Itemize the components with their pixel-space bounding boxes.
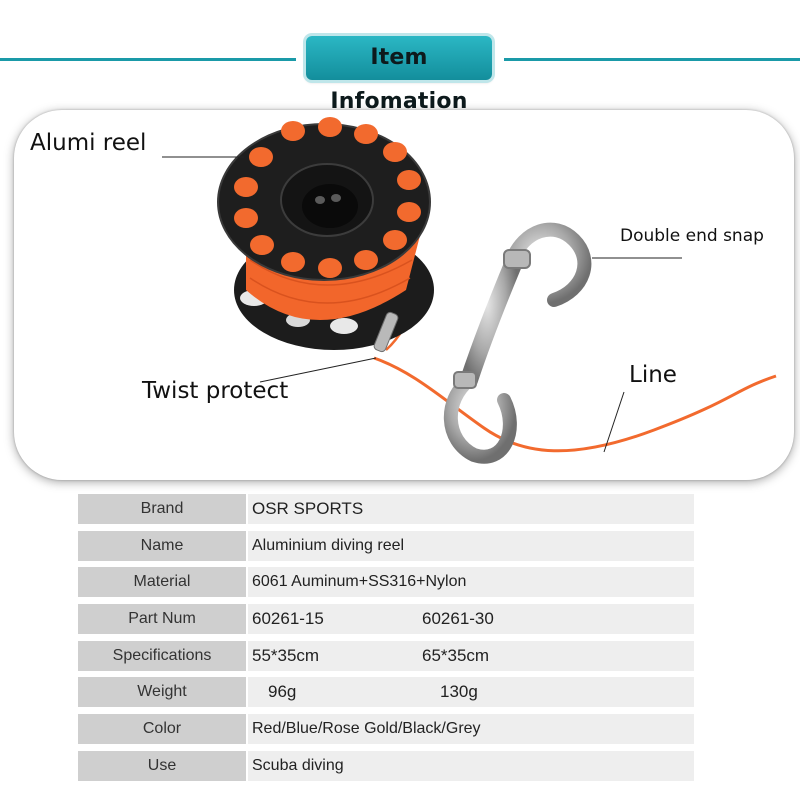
spec-value: 6061 Auminum+SS316+Nylon — [252, 573, 467, 591]
reel-front-flange — [217, 117, 431, 281]
spec-row-name: Name Aluminium diving reel — [78, 530, 694, 561]
callout-double-end-snap: Double end snap — [620, 226, 764, 246]
spec-row-weight: Weight 96g 130g — [78, 677, 694, 708]
spec-label: Weight — [78, 677, 246, 708]
spec-value-1: 60261-15 — [252, 609, 324, 629]
spec-value-cell: 96g 130g — [248, 677, 694, 708]
spec-label: Material — [78, 567, 246, 598]
spec-label: Brand — [78, 494, 246, 524]
spec-row-use: Use Scuba diving — [78, 750, 694, 781]
product-photo — [162, 117, 777, 464]
spec-row-specifications: Specifications 55*35cm 65*35cm — [78, 640, 694, 671]
section-title: Item Infomation — [306, 36, 492, 114]
callout-twist-protect: Twist protect — [142, 378, 289, 404]
callout-line: Line — [629, 362, 677, 388]
spec-label: Part Num — [78, 604, 246, 635]
spec-value-cell: Red/Blue/Rose Gold/Black/Grey — [248, 714, 694, 745]
spec-value-cell: 55*35cm 65*35cm — [248, 640, 694, 671]
spec-value: Aluminium diving reel — [252, 536, 405, 554]
spec-row-color: Color Red/Blue/Rose Gold/Black/Grey — [78, 714, 694, 745]
spec-label: Name — [78, 530, 246, 561]
product-image-card: Alumi reel Double end snap Line Twist pr… — [14, 110, 794, 480]
spec-row-part-num: Part Num 60261-15 60261-30 — [78, 604, 694, 635]
spec-value-cell: Aluminium diving reel — [248, 530, 694, 561]
spec-value-1: 96g — [268, 682, 297, 702]
header-rule-right — [504, 58, 800, 61]
twist-protect-sleeve — [373, 311, 399, 353]
spec-value-2: 130g — [440, 682, 478, 702]
spec-table: Brand OSR SPORTS Name Aluminium diving r… — [78, 494, 694, 788]
callout-alumi-reel: Alumi reel — [30, 130, 147, 156]
spec-label: Color — [78, 714, 246, 745]
spec-label: Specifications — [78, 640, 246, 671]
spec-value-cell: 6061 Auminum+SS316+Nylon — [248, 567, 694, 598]
spec-row-material: Material 6061 Auminum+SS316+Nylon — [78, 567, 694, 598]
spec-value-2: 60261-30 — [422, 609, 494, 629]
header-rule-left — [0, 58, 296, 61]
dive-line — [373, 356, 777, 453]
spec-value: OSR SPORTS — [252, 499, 364, 518]
spec-value-cell: Scuba diving — [248, 750, 694, 781]
spec-value: Red/Blue/Rose Gold/Black/Grey — [252, 720, 481, 738]
spec-value: Scuba diving — [252, 756, 344, 774]
spec-value-cell: 60261-15 60261-30 — [248, 604, 694, 635]
spec-value-cell: OSR SPORTS — [248, 494, 694, 524]
spec-value-1: 55*35cm — [252, 645, 320, 665]
spec-label: Use — [78, 750, 246, 781]
double-end-snap — [443, 222, 592, 464]
spec-value-2: 65*35cm — [422, 645, 490, 665]
spec-row-brand: Brand OSR SPORTS — [78, 494, 694, 524]
